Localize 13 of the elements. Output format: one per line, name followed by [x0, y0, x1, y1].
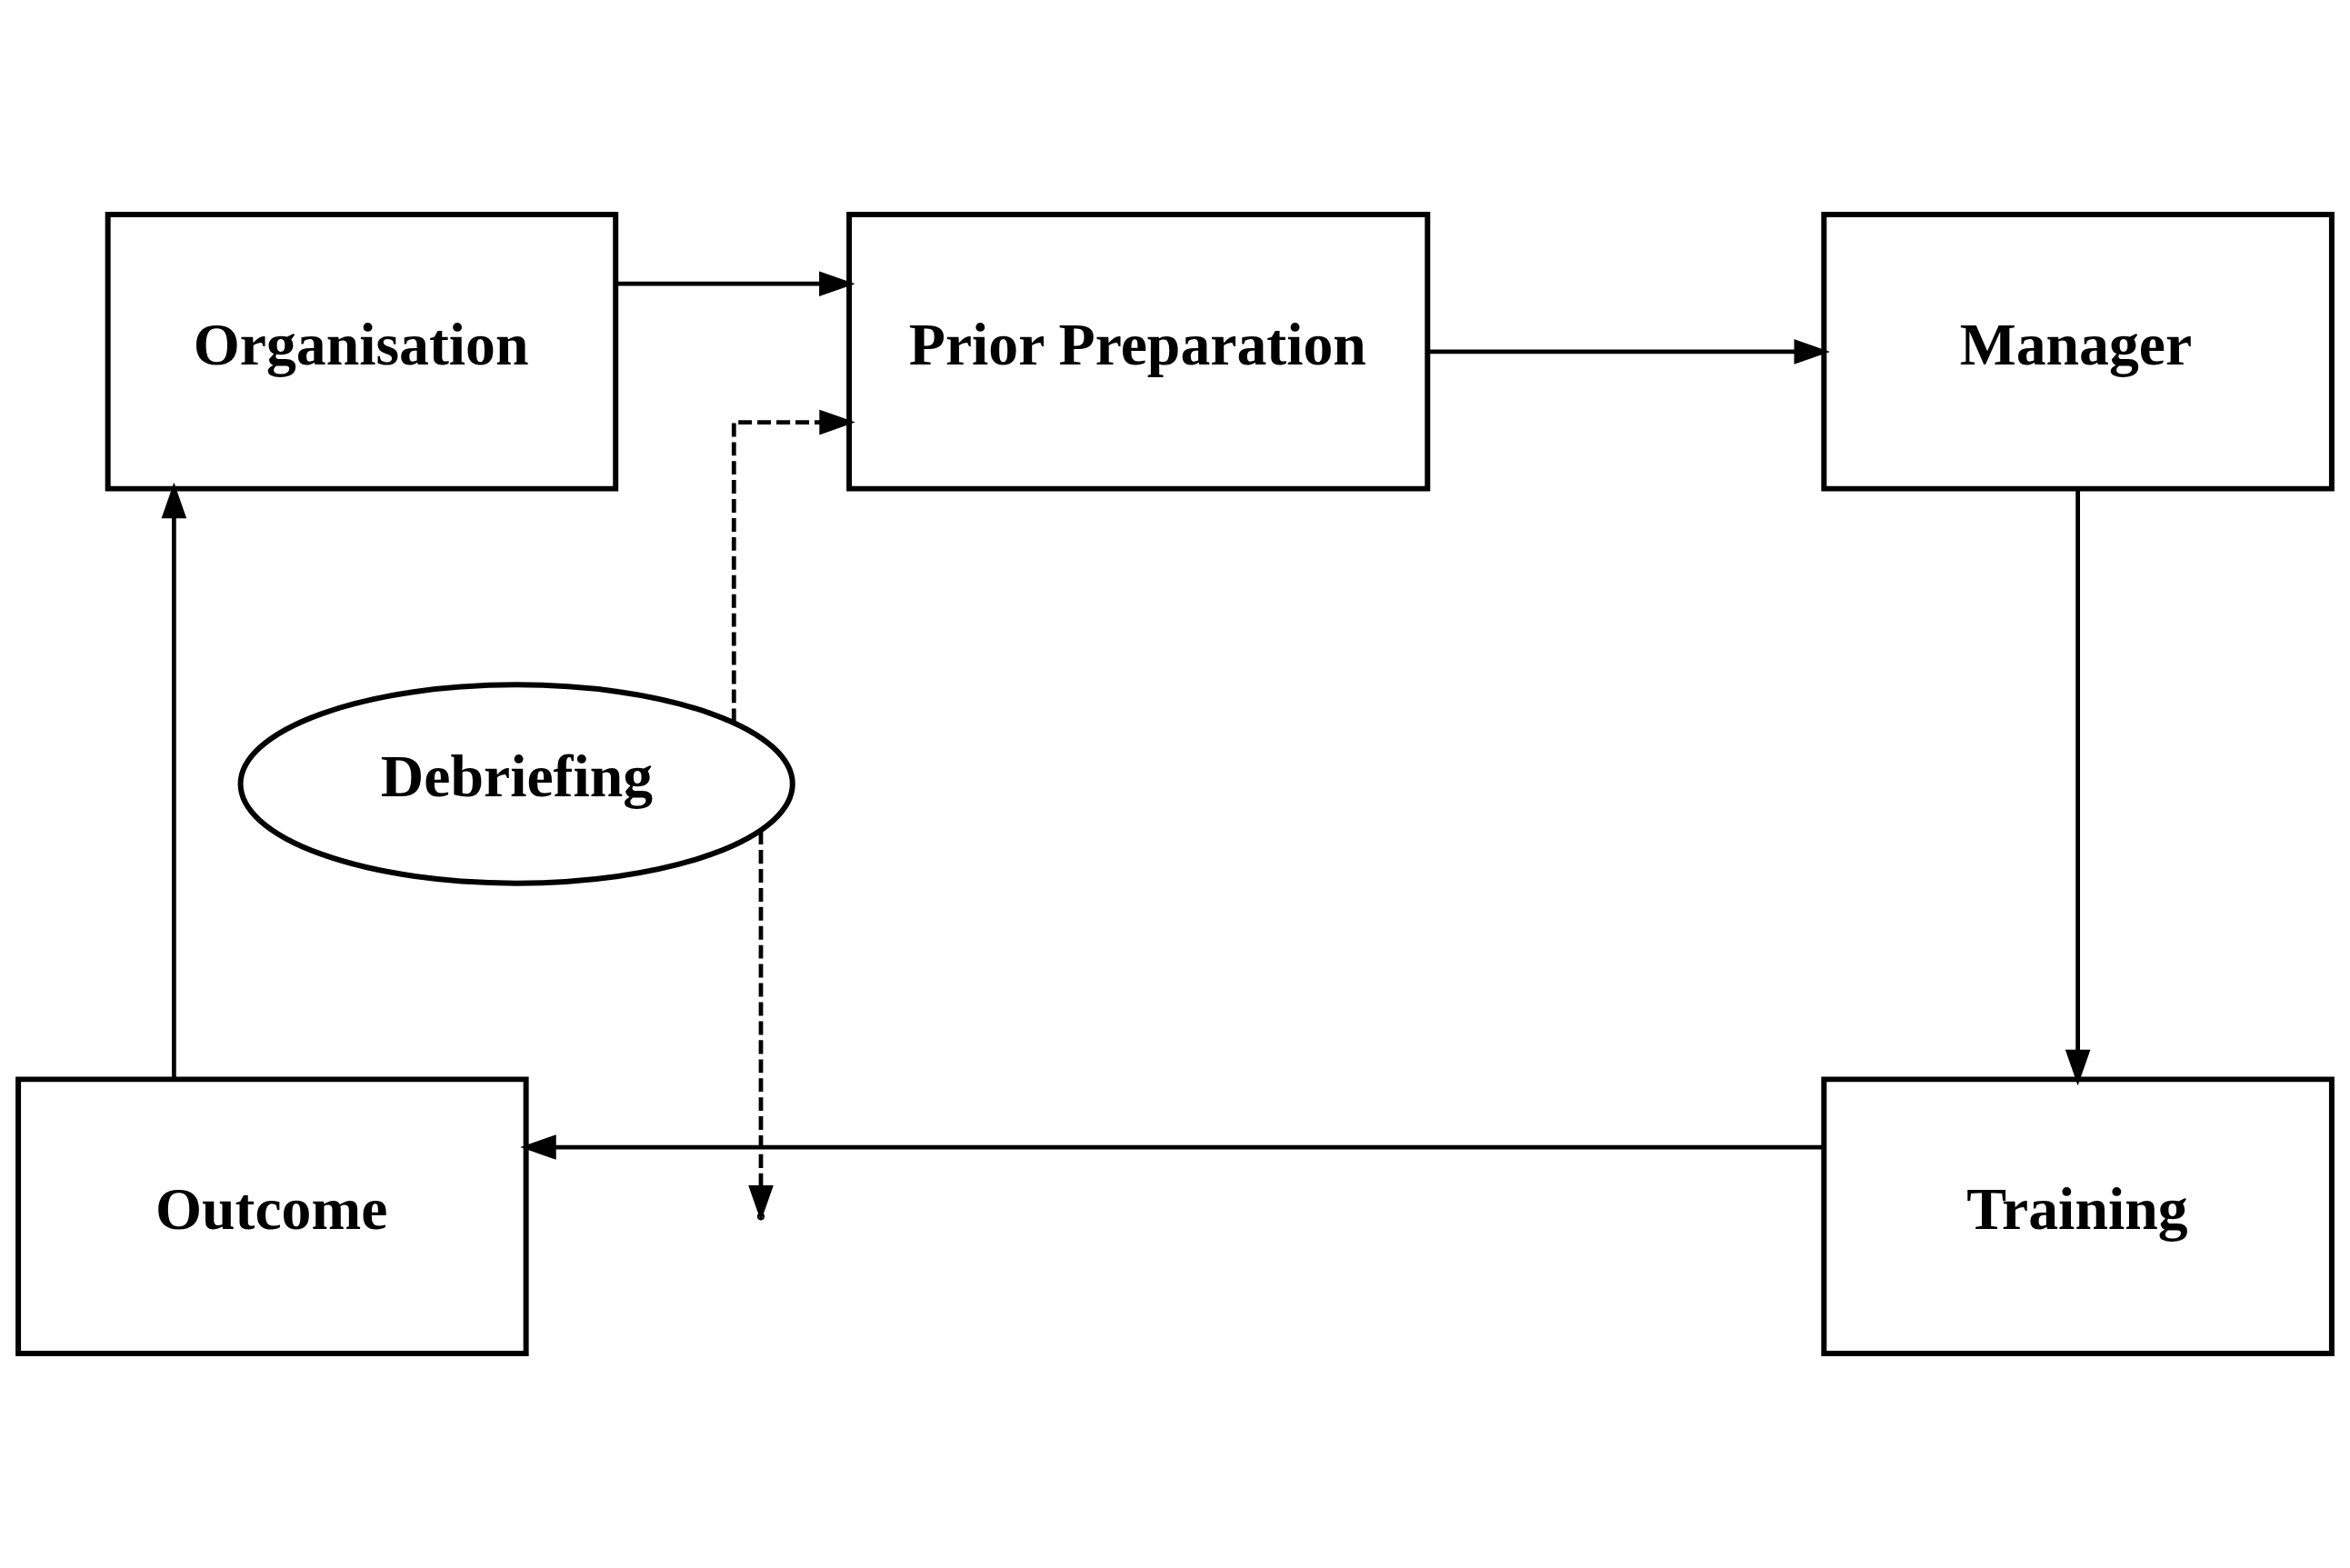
arrow — [1427, 339, 1831, 365]
arrow — [2065, 489, 2091, 1086]
arrow — [615, 271, 855, 297]
node-box: Outcome — [15, 1076, 529, 1357]
arrow — [520, 1134, 1825, 1160]
arrow — [748, 831, 774, 1222]
node-box: Organisation — [105, 211, 619, 492]
node-ellipse: Debriefing — [237, 682, 795, 886]
node-box: Prior Preparation — [846, 211, 1431, 492]
node-box: Training — [1821, 1076, 2335, 1357]
arrow — [161, 482, 187, 1079]
arrow — [731, 409, 855, 723]
node-box: Manager — [1821, 211, 2335, 492]
